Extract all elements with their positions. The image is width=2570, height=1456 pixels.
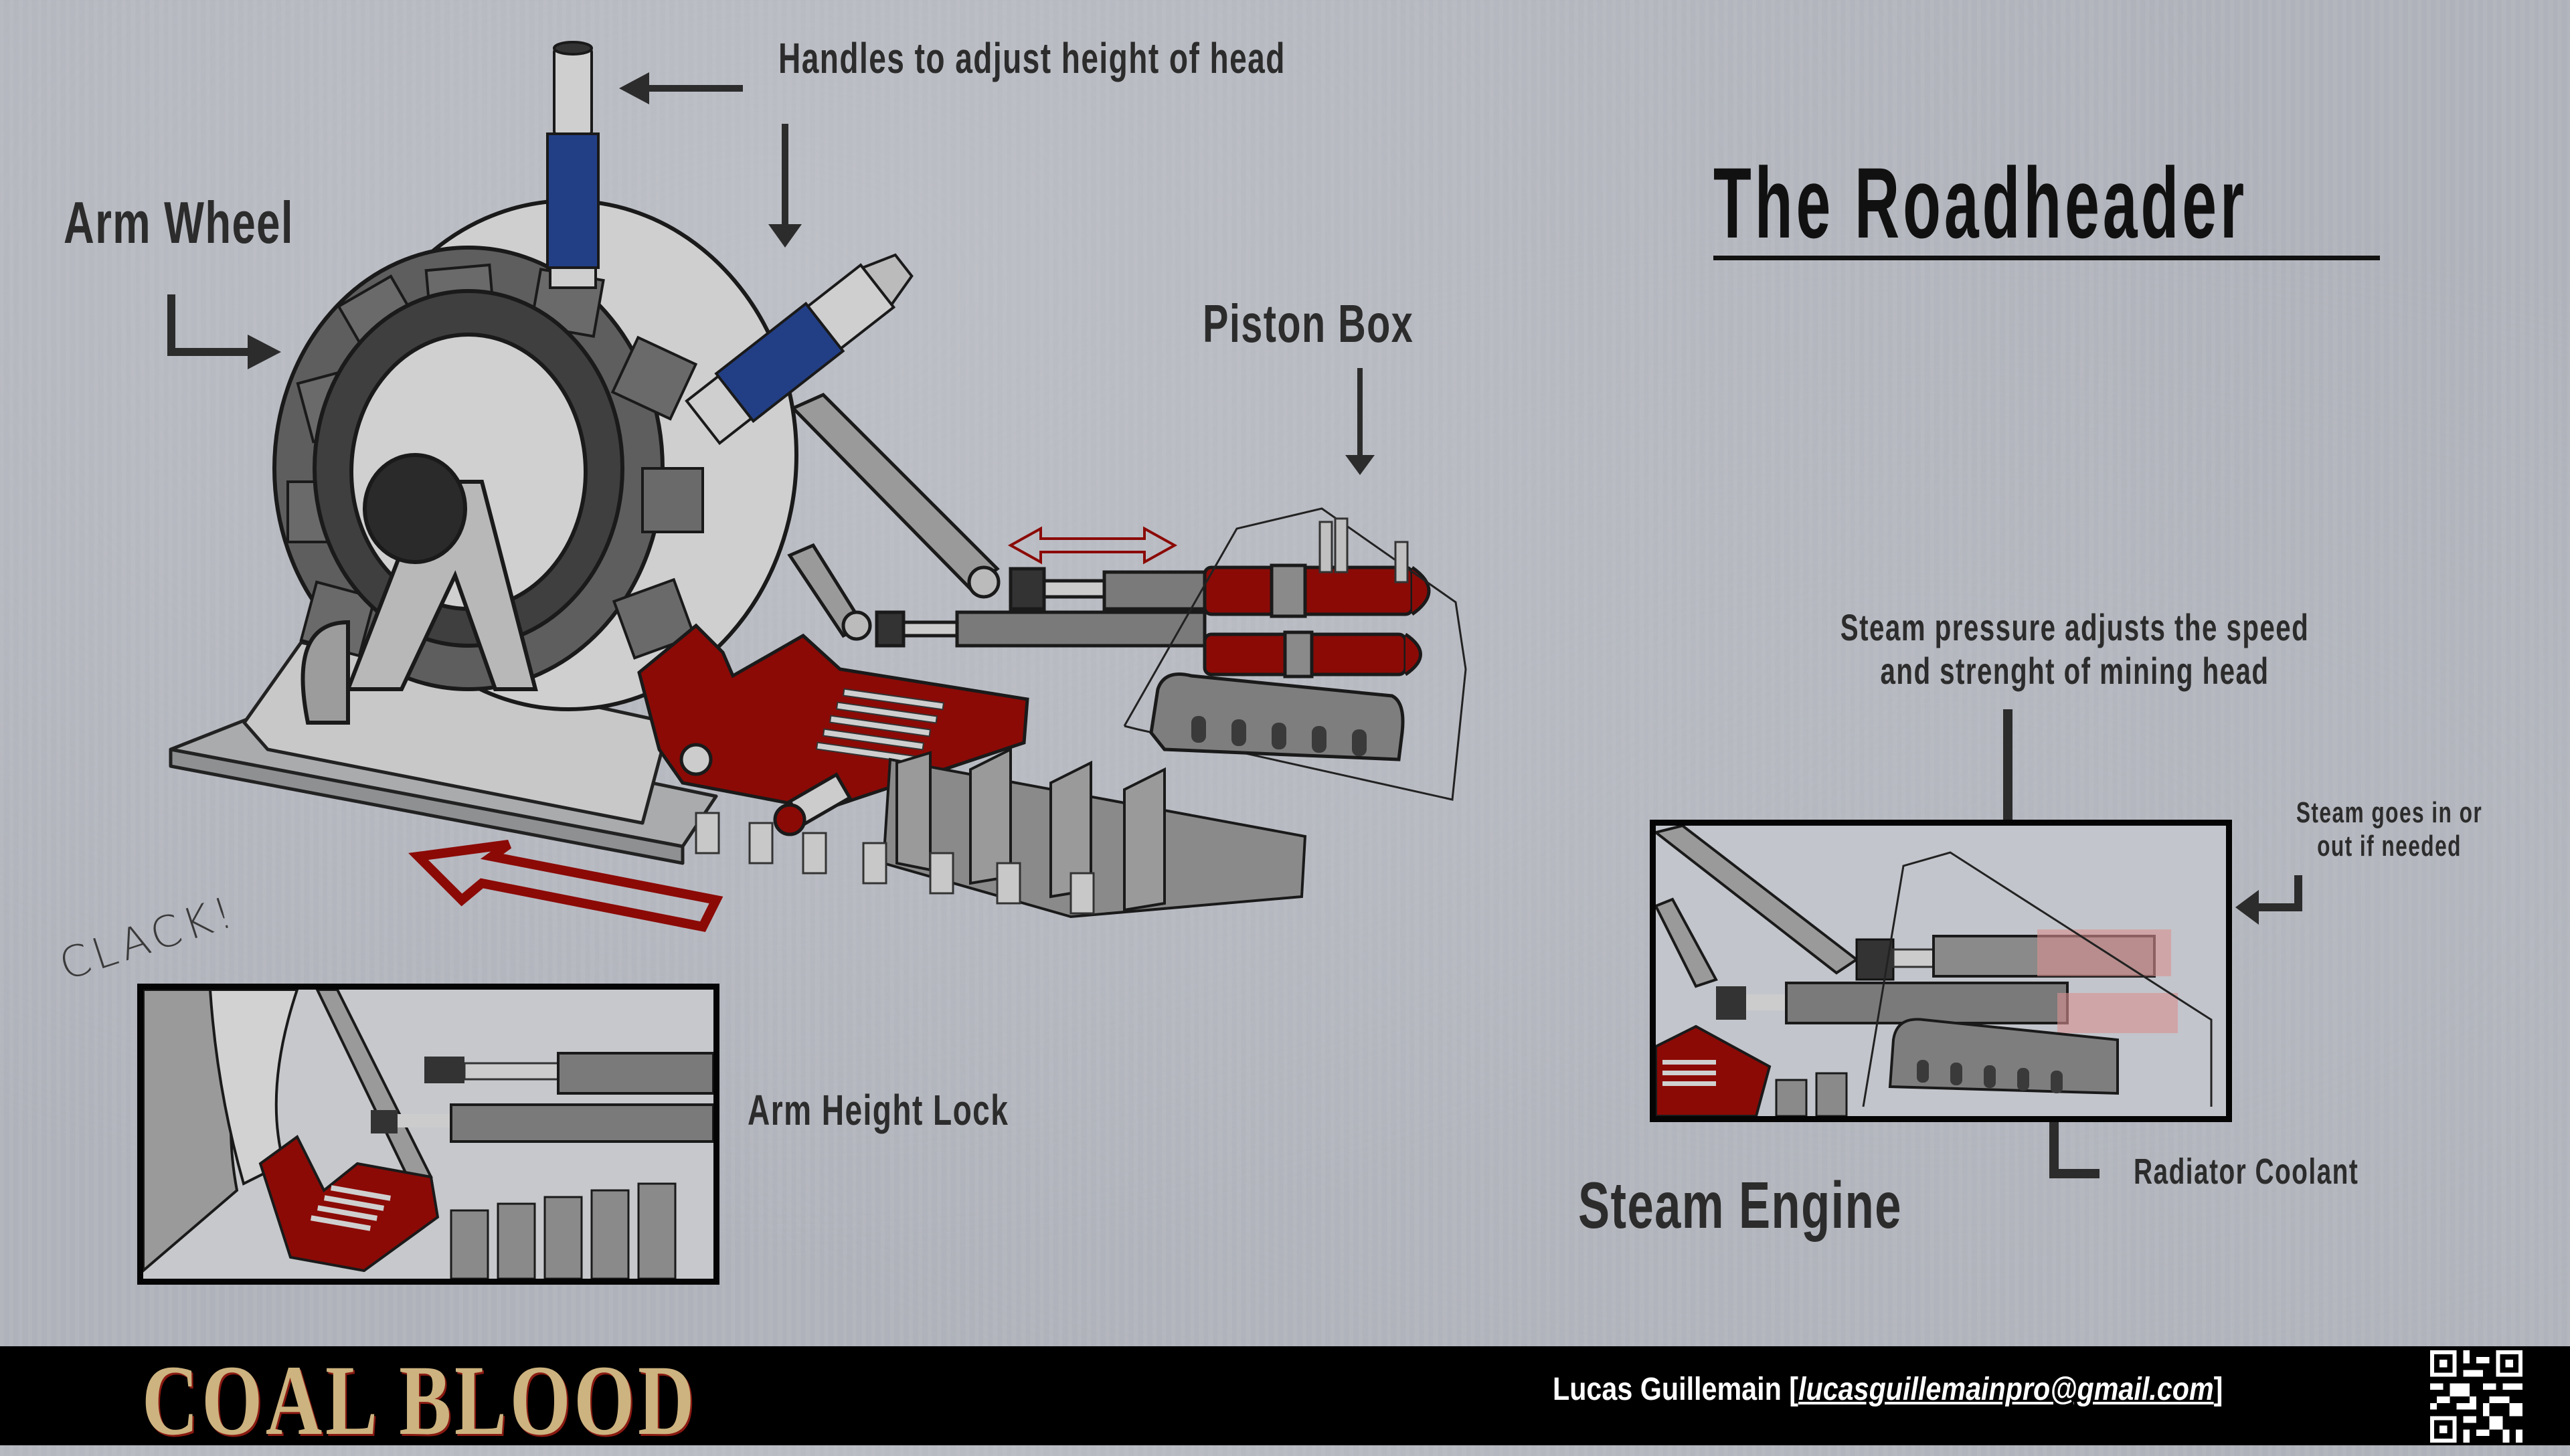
steam-in-out-arrow	[2235, 875, 2302, 925]
arm-wheel	[272, 199, 798, 725]
author-email-link[interactable]: lucasguillemainpro@gmail.com	[1798, 1372, 2214, 1407]
label-handles: Handles to adjust height of head	[778, 34, 1286, 82]
author-name: Lucas Guillemain	[1553, 1372, 1782, 1407]
label-steam-pressure: Steam pressure adjusts the speed and str…	[1687, 606, 2463, 693]
label-steam-pressure-line1: Steam pressure adjusts the speed	[1840, 606, 2310, 648]
label-arm-height-lock: Arm Height Lock	[748, 1086, 1009, 1134]
page-title: The Roadheader	[1713, 147, 2248, 259]
piston-box	[1123, 507, 1467, 801]
bracket-close: ]	[2213, 1372, 2223, 1407]
steam-engine-inset-drawing	[1656, 826, 2226, 1116]
pistons	[841, 563, 1431, 678]
qr-code-icon[interactable]	[2429, 1350, 2523, 1443]
label-steam-in-out-line1: Steam goes in or	[2296, 796, 2483, 829]
arm-wheel-arrow	[167, 294, 281, 369]
height-handle-diagonal	[685, 253, 914, 446]
movement-double-arrow	[1007, 526, 1178, 565]
ratchet-rail	[695, 747, 1307, 919]
label-arm-wheel: Arm Wheel	[64, 189, 294, 256]
footer-bar	[0, 1346, 2570, 1445]
qr-code-graphic	[2430, 1350, 2522, 1443]
label-steam-in-out: Steam goes in or out if needed	[2202, 796, 2570, 863]
bracket-open: [	[1781, 1372, 1799, 1407]
label-steam-engine: Steam Engine	[1578, 1168, 1902, 1242]
lock-direction-arrow	[408, 840, 723, 932]
brand-logo: COAL BLOOD	[142, 1345, 698, 1456]
label-steam-in-out-line2: out if needed	[2317, 830, 2462, 862]
height-handle-vertical	[546, 41, 600, 289]
steam-engine-inset	[1650, 820, 2232, 1122]
arm-height-lock-inset-drawing	[143, 990, 713, 1279]
arm-beams	[787, 393, 1000, 638]
handle-left-arrow	[619, 72, 743, 104]
label-steam-pressure-line2: and strenght of mining head	[1880, 650, 2269, 692]
author-credit: Lucas Guillemain [lucasguillemainpro@gma…	[1553, 1370, 2223, 1409]
title-underline	[1713, 256, 2380, 260]
arm-height-lock-inset	[137, 984, 719, 1285]
label-radiator-coolant: Radiator Coolant	[2134, 1152, 2359, 1192]
label-piston-box: Piston Box	[1203, 294, 1414, 353]
handle-down-arrow	[768, 124, 802, 248]
piston-box-down-arrow	[1345, 368, 1375, 475]
